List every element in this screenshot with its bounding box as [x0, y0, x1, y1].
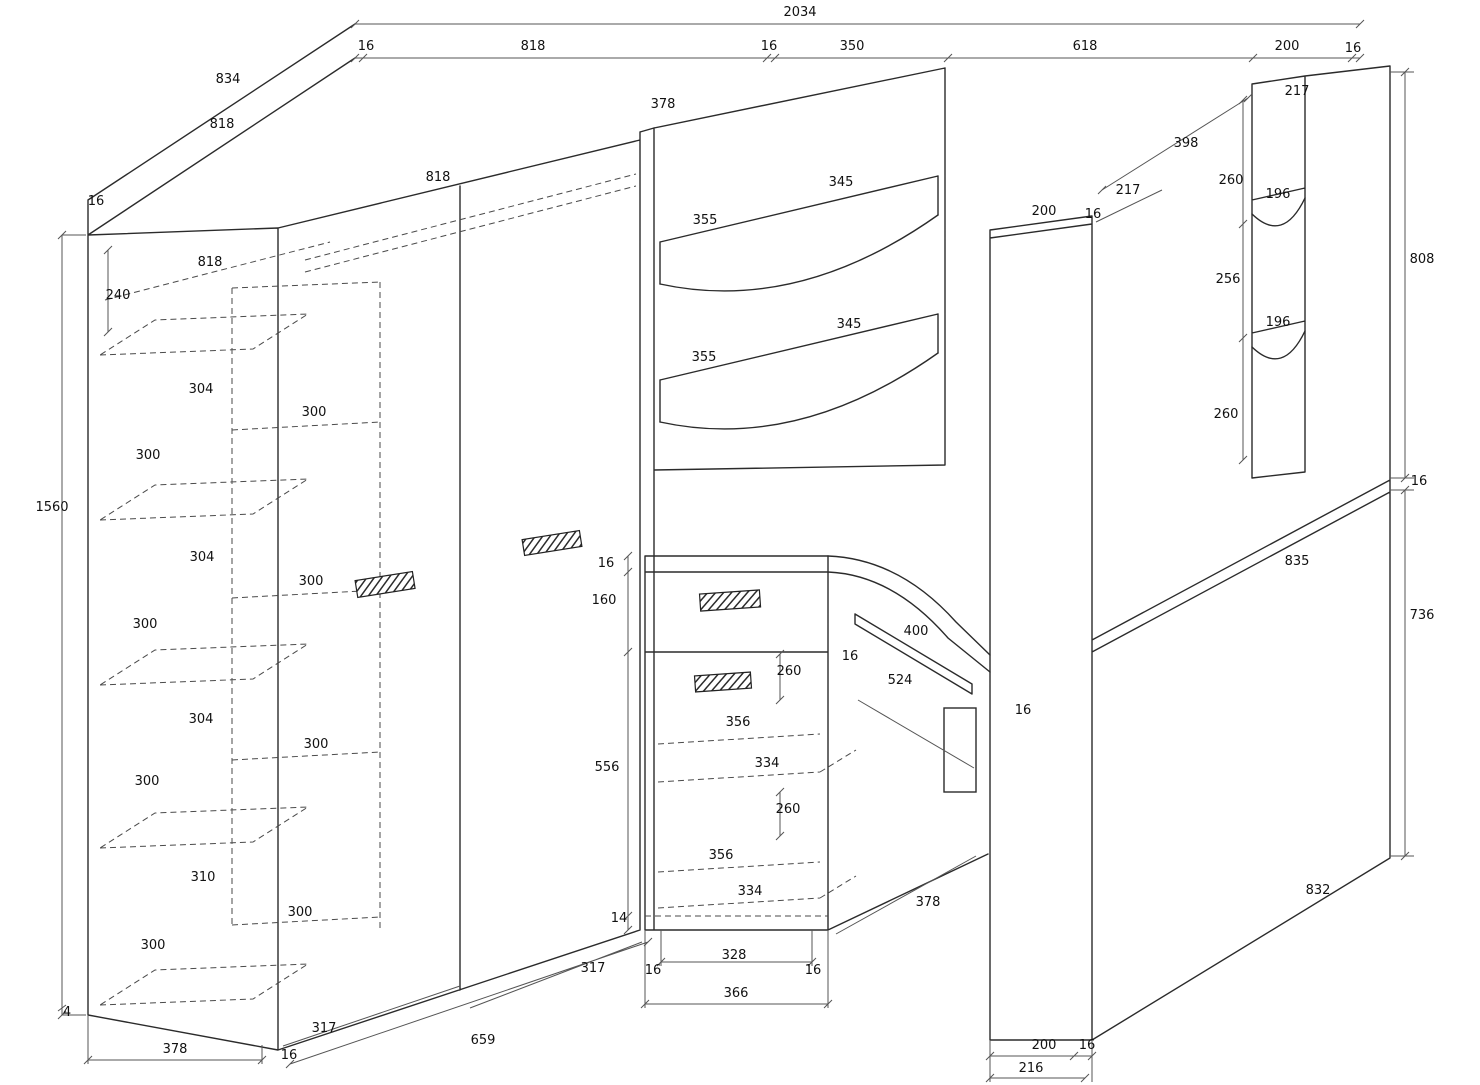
dim-label: 16 [842, 649, 859, 664]
dim-label: 16 [88, 194, 105, 209]
dim-label: 832 [1306, 883, 1331, 898]
dim-label: 16 [645, 963, 662, 978]
dim-label: 556 [595, 760, 620, 775]
drawer-handle [698, 589, 762, 612]
dim-label: 16 [1015, 703, 1032, 718]
dim-label: 818 [210, 117, 235, 132]
hidden-shelf-lines [98, 173, 857, 1006]
overall-width-label: 2034 [783, 5, 816, 20]
dim-label: 378 [916, 895, 941, 910]
dim-label: 200 [1275, 39, 1300, 54]
dim-label: 835 [1285, 554, 1310, 569]
dim-label: 355 [693, 213, 718, 228]
dim-label: 398 [1174, 136, 1199, 151]
dim-label: 196 [1266, 187, 1291, 202]
dim-label: 345 [837, 317, 862, 332]
dim-label: 400 [904, 624, 929, 639]
dim-label: 300 [136, 448, 161, 463]
dim-label: 834 [216, 72, 241, 87]
dim-label: 345 [829, 175, 854, 190]
dim-label: 524 [888, 673, 913, 688]
dim-label: 217 [1285, 84, 1310, 99]
curved-shelf-edges [659, 197, 1306, 673]
dim-label: 334 [755, 756, 780, 771]
dim-label: 260 [1219, 173, 1244, 188]
dim-label: 260 [1214, 407, 1239, 422]
dim-label: 260 [776, 802, 801, 817]
dim-label: 818 [521, 39, 546, 54]
dim-label: 300 [133, 617, 158, 632]
dim-label: 334 [738, 884, 763, 899]
dim-label: 240 [106, 288, 131, 303]
dim-label: 16 [1411, 474, 1428, 489]
dim-label: 16 [358, 39, 375, 54]
dim-label: 16 [805, 963, 822, 978]
dim-label: 217 [1116, 183, 1141, 198]
dim-label: 16 [1085, 207, 1102, 222]
dim-label: 736 [1410, 608, 1435, 623]
dim-label: 328 [722, 948, 747, 963]
dim-label: 200 [1032, 204, 1057, 219]
dim-label: 256 [1216, 272, 1241, 287]
support-panel [943, 707, 977, 793]
dim-label: 196 [1266, 315, 1291, 330]
dim-label: 16 [598, 556, 615, 571]
dim-label: 317 [581, 961, 606, 976]
dim-label: 16 [281, 1048, 298, 1063]
dim-label: 355 [692, 350, 717, 365]
dim-label: 16 [761, 39, 778, 54]
dim-label: 659 [471, 1033, 496, 1048]
dim-label: 300 [141, 938, 166, 953]
dim-label: 356 [709, 848, 734, 863]
dim-label: 260 [777, 664, 802, 679]
dimension-ticks [57, 19, 1410, 1083]
dimension-lines [61, 23, 1414, 1082]
dim-label: 300 [302, 405, 327, 420]
dim-label: 304 [190, 550, 215, 565]
dim-label: 310 [191, 870, 216, 885]
dim-label: 818 [198, 255, 223, 270]
dim-label: 1560 [35, 500, 68, 515]
dim-label: 300 [304, 737, 329, 752]
dim-label: 304 [189, 382, 214, 397]
drawer-handle [693, 671, 753, 693]
labels-layer: 2034 16 818 16 350 618 200 16 834 818 16… [35, 5, 1434, 1076]
dim-label: 618 [1073, 39, 1098, 54]
dim-label: 808 [1410, 252, 1435, 267]
dim-label: 4 [63, 1005, 71, 1020]
dim-label: 378 [651, 97, 676, 112]
dim-label: 16 [1345, 41, 1362, 56]
dim-label: 300 [288, 905, 313, 920]
dim-label: 200 [1032, 1038, 1057, 1053]
dim-label: 14 [611, 911, 628, 926]
dim-label: 300 [135, 774, 160, 789]
door-handle [521, 529, 583, 557]
dim-label: 378 [163, 1042, 188, 1057]
door-handle [354, 570, 416, 599]
dim-label: 216 [1019, 1061, 1044, 1076]
dim-label: 818 [426, 170, 451, 185]
dim-label: 317 [312, 1021, 337, 1036]
dim-label: 350 [840, 39, 865, 54]
dim-label: 366 [724, 986, 749, 1001]
dim-label: 160 [592, 593, 617, 608]
dim-label: 356 [726, 715, 751, 730]
dim-label: 16 [1079, 1038, 1096, 1053]
handles-layer [354, 529, 762, 693]
cabinet-outlines [87, 23, 1391, 1051]
dimension-layer [57, 19, 1414, 1083]
hidden-lines-layer [98, 173, 857, 1006]
dim-label: 304 [189, 712, 214, 727]
dim-label: 300 [299, 574, 324, 589]
